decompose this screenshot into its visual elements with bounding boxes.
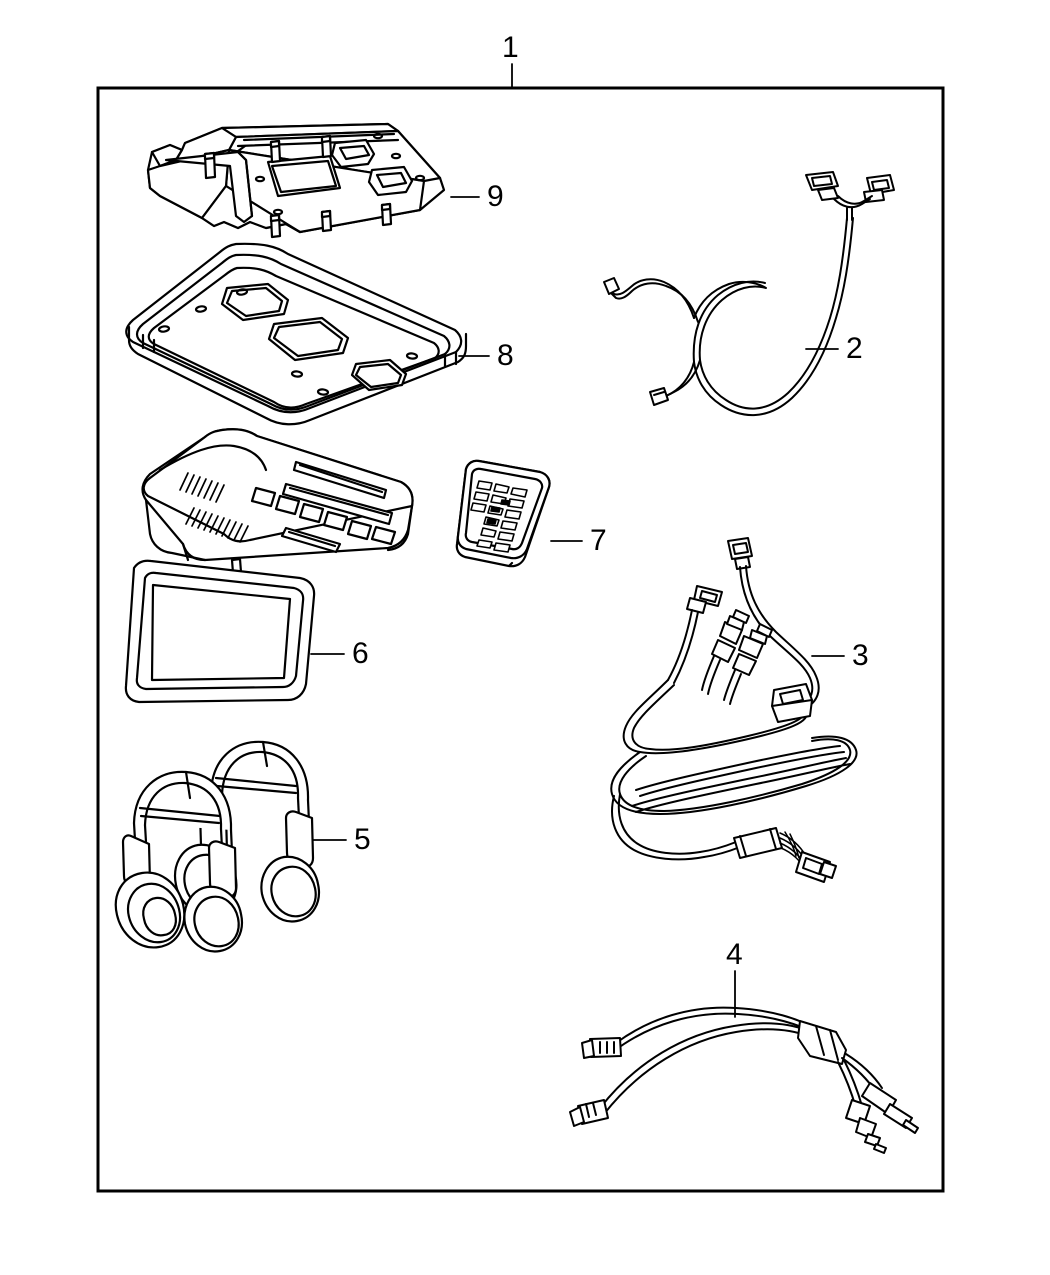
- kit-assembly-frame: [96, 86, 945, 1193]
- callout-number-5: 5: [354, 823, 371, 856]
- callout-number-2: 2: [846, 332, 863, 365]
- part-wireless-headphones: [114, 740, 321, 953]
- callout-number-9: 9: [487, 180, 504, 213]
- part-antenna-jumper-cable: [569, 1006, 919, 1154]
- part-av-rca-cable: [610, 537, 858, 883]
- part-mounting-bracket: [146, 122, 446, 239]
- callout-number-4: 4: [726, 938, 743, 971]
- part-housing-trim-bezel: [125, 242, 468, 426]
- callout-number-3: 3: [852, 639, 869, 672]
- part-power-wiring-harness: [603, 171, 895, 416]
- part-overhead-dvd-player: [124, 428, 414, 704]
- callout-number-8: 8: [497, 339, 514, 372]
- callout-number-6: 6: [352, 637, 369, 670]
- part-remote-control: [455, 459, 551, 568]
- callout-number-7: 7: [590, 524, 607, 557]
- leader-lines: [310, 63, 845, 1018]
- callout-number-1: 1: [502, 31, 519, 64]
